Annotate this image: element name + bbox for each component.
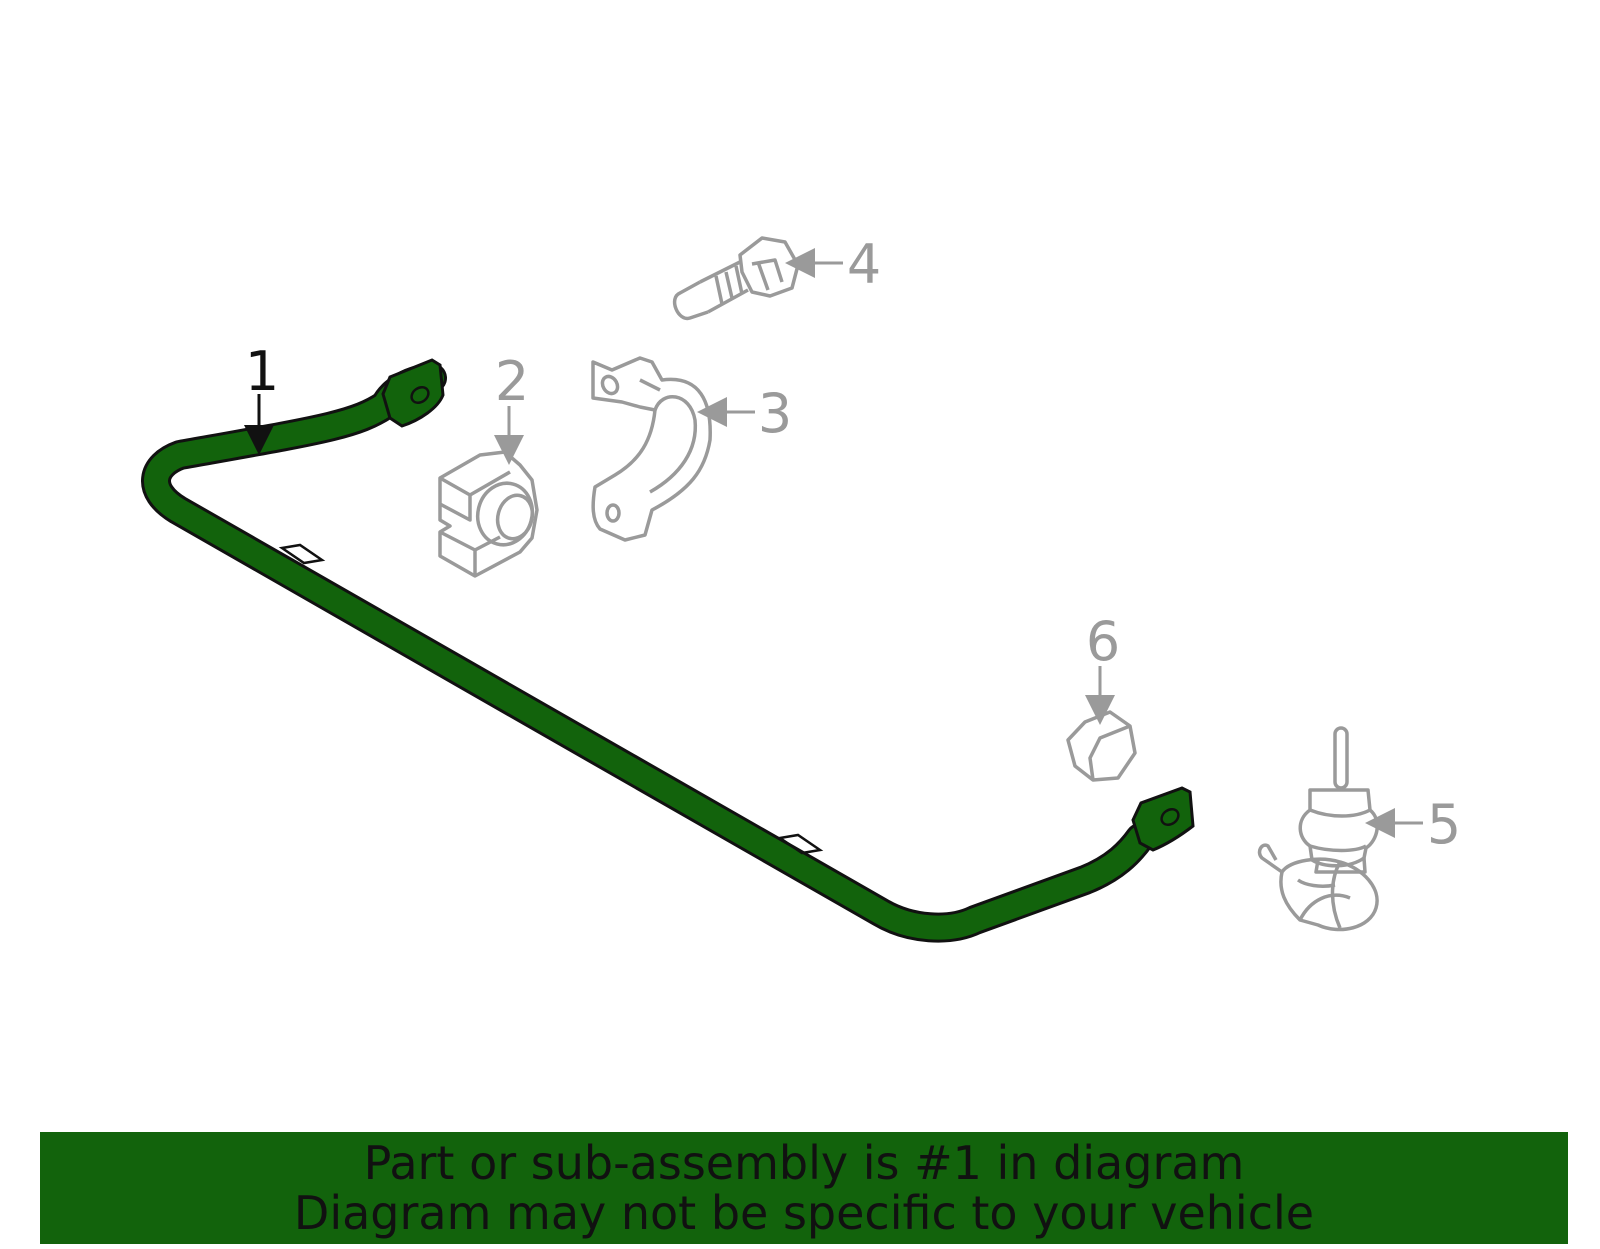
info-banner: Part or sub-assembly is #1 in diagram Di… bbox=[40, 1132, 1568, 1244]
callout-number-3[interactable]: 3 bbox=[758, 382, 792, 445]
stabilizer-link-part[interactable] bbox=[1257, 726, 1379, 932]
stabilizer-bar-part[interactable] bbox=[141, 358, 1195, 943]
callout-number-6[interactable]: 6 bbox=[1086, 610, 1120, 673]
callout-number-1[interactable]: 1 bbox=[245, 340, 279, 403]
banner-part-note: Part or sub-assembly is #1 in diagram bbox=[363, 1136, 1245, 1190]
nut-part[interactable] bbox=[1066, 710, 1137, 782]
banner-disclaimer: Diagram may not be specific to your vehi… bbox=[293, 1186, 1315, 1240]
callout-number-2[interactable]: 2 bbox=[495, 350, 529, 413]
bracket-part[interactable] bbox=[591, 356, 712, 542]
callout-number-4[interactable]: 4 bbox=[847, 233, 881, 296]
bolt-part[interactable] bbox=[672, 236, 800, 321]
callout-number-5[interactable]: 5 bbox=[1427, 793, 1461, 856]
bushing-part[interactable] bbox=[438, 450, 539, 578]
info-banner-bg bbox=[40, 1132, 1568, 1244]
